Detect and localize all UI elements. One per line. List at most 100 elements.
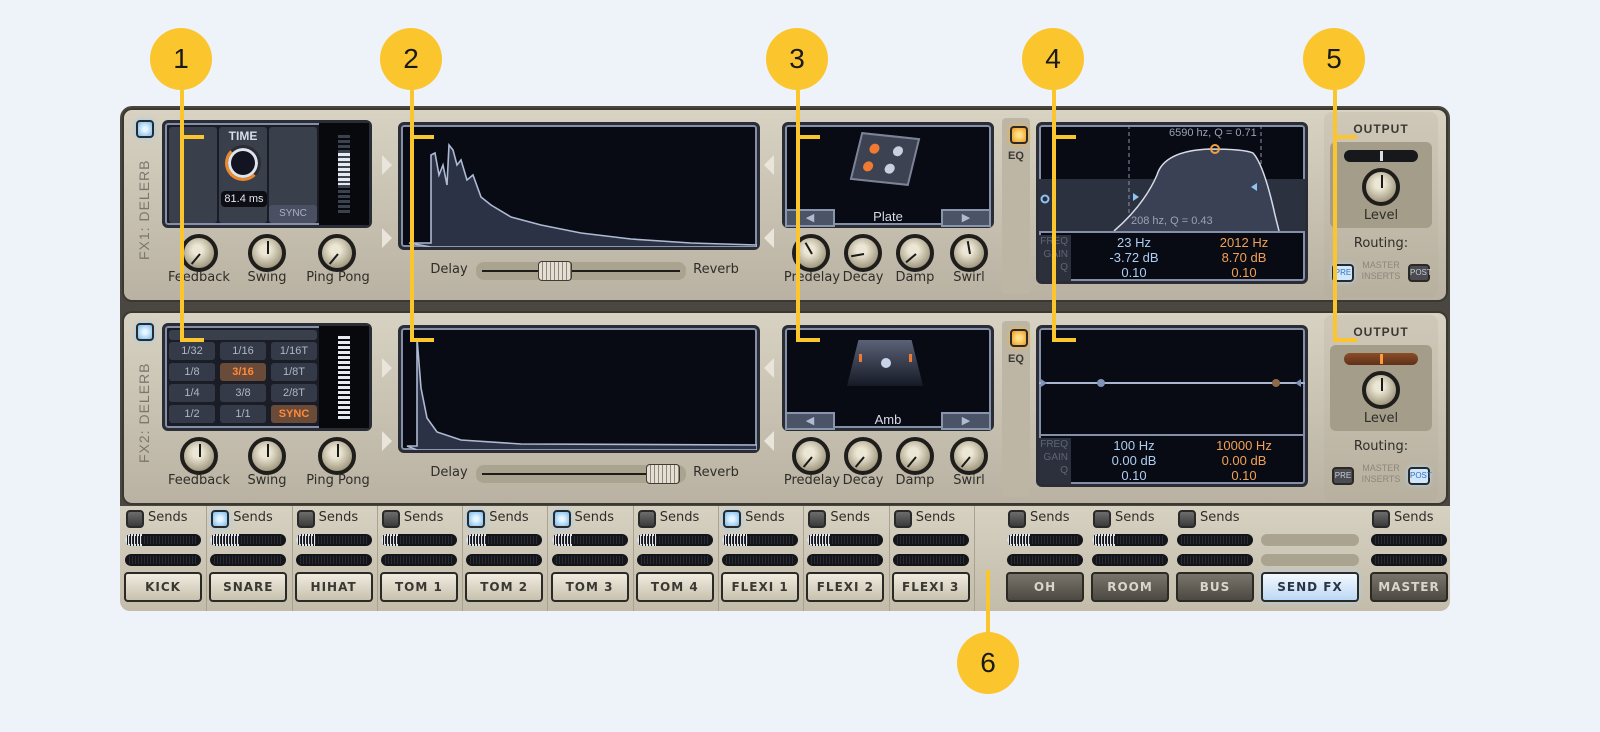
- send-meter-1[interactable]: [551, 534, 628, 546]
- bus-button[interactable]: ROOM: [1091, 572, 1169, 602]
- send-meter-2[interactable]: [722, 554, 799, 566]
- fx2-pingpong-knob[interactable]: [318, 437, 356, 475]
- channel-button[interactable]: TOM 3: [550, 572, 629, 602]
- send-meter-1[interactable]: [722, 534, 799, 546]
- send-meter-1[interactable]: [380, 534, 457, 546]
- fx2-reverb-next-button[interactable]: ▶: [941, 412, 991, 430]
- fx2-eq-band2[interactable]: 10000 Hz 0.00 dB 0.10: [1216, 438, 1272, 483]
- fx1-reverb-next-button[interactable]: ▶: [941, 209, 991, 227]
- send-meter-1[interactable]: [210, 534, 287, 546]
- fx1-swirl-knob[interactable]: [950, 234, 988, 272]
- fx1-pingpong-knob[interactable]: [318, 234, 356, 272]
- send-meter-1[interactable]: [125, 534, 201, 546]
- fx1-mix-slider-thumb[interactable]: [538, 261, 572, 281]
- send-meter-2[interactable]: [1177, 554, 1253, 566]
- channel-button[interactable]: FLEXI 1: [721, 572, 800, 602]
- channel-button[interactable]: TOM 2: [465, 572, 544, 602]
- channel-button[interactable]: TOM 4: [635, 572, 714, 602]
- sends-toggle[interactable]: [126, 510, 144, 528]
- fx2-decay-knob[interactable]: [844, 437, 882, 475]
- fx2-grid-1-4[interactable]: 1/4: [169, 384, 215, 402]
- fx2-grid-sync[interactable]: SYNC: [271, 405, 317, 423]
- fx2-grid-1-1[interactable]: 1/1: [220, 405, 266, 423]
- sends-toggle[interactable]: [637, 510, 656, 528]
- fx2-grid-2-8t[interactable]: 2/8T: [271, 384, 317, 402]
- fx1-feedback-meter[interactable]: [319, 123, 369, 225]
- sends-toggle[interactable]: [296, 510, 315, 528]
- send-meter-2[interactable]: [892, 554, 969, 566]
- fx1-feedback-knob[interactable]: [180, 234, 218, 272]
- fx2-mix-slider-track[interactable]: [476, 464, 686, 484]
- fx1-time-knob[interactable]: [225, 145, 261, 181]
- fx1-damp-knob[interactable]: [896, 234, 934, 272]
- fx1-reverb-prev-button[interactable]: ◀: [785, 209, 835, 227]
- send-fx-button[interactable]: SEND FX: [1261, 572, 1359, 602]
- fx2-arrow-left-top[interactable]: [764, 358, 774, 378]
- fx1-level-knob[interactable]: [1362, 168, 1400, 206]
- sends-toggle[interactable]: [552, 510, 571, 528]
- fx2-swing-knob[interactable]: [248, 437, 286, 475]
- channel-button[interactable]: HIHAT: [294, 572, 373, 602]
- send-meter-2[interactable]: [1007, 554, 1083, 566]
- send-meter-2[interactable]: [1371, 554, 1447, 566]
- send-meter-1[interactable]: [1092, 534, 1168, 546]
- send-meter-2[interactable]: [210, 554, 287, 566]
- send-meter-2[interactable]: [125, 554, 201, 566]
- fx1-arrow-right-bottom[interactable]: [382, 228, 392, 248]
- fx2-grid-1-32[interactable]: 1/32: [169, 342, 215, 360]
- sends-toggle[interactable]: [467, 510, 486, 528]
- channel-button[interactable]: FLEXI 3: [891, 572, 970, 602]
- sends-toggle[interactable]: [1093, 510, 1111, 528]
- fx2-damp-knob[interactable]: [896, 437, 934, 475]
- sends-toggle[interactable]: [1008, 510, 1026, 528]
- channel-button[interactable]: FLEXI 2: [806, 572, 885, 602]
- fx2-predelay-knob[interactable]: [792, 437, 830, 475]
- fx2-grid-3-8[interactable]: 3/8: [220, 384, 266, 402]
- fx2-swirl-knob[interactable]: [950, 437, 988, 475]
- send-meter-1[interactable]: [1177, 534, 1253, 546]
- fx2-power-led[interactable]: [136, 323, 154, 341]
- send-meter-2[interactable]: [295, 554, 372, 566]
- bus-button[interactable]: OH: [1006, 572, 1084, 602]
- fx1-arrow-left-bottom[interactable]: [764, 228, 774, 248]
- channel-button[interactable]: KICK: [124, 572, 202, 602]
- fx1-arrow-left-top[interactable]: [764, 155, 774, 175]
- send-meter-1[interactable]: [892, 534, 969, 546]
- bus-button[interactable]: BUS: [1176, 572, 1254, 602]
- sends-toggle[interactable]: [893, 510, 912, 528]
- send-meter-1[interactable]: [466, 534, 543, 546]
- sends-toggle[interactable]: [808, 510, 827, 528]
- fx1-decay-knob[interactable]: [844, 234, 882, 272]
- send-meter-2[interactable]: [551, 554, 628, 566]
- fx2-feedback-meter[interactable]: [319, 326, 369, 428]
- sends-toggle[interactable]: [211, 510, 230, 528]
- channel-button[interactable]: SNARE: [209, 572, 288, 602]
- send-meter-2[interactable]: [466, 554, 543, 566]
- fx2-grid-1-16t[interactable]: 1/16T: [271, 342, 317, 360]
- fx2-eq-toggle[interactable]: [1010, 329, 1028, 347]
- fx2-level-knob[interactable]: [1362, 371, 1400, 409]
- fx2-grid-1-8t[interactable]: 1/8T: [271, 363, 317, 381]
- fx1-eq-toggle[interactable]: [1010, 126, 1028, 144]
- fx1-swing-knob[interactable]: [248, 234, 286, 272]
- fx2-feedback-knob[interactable]: [180, 437, 218, 475]
- fx1-power-led[interactable]: [136, 120, 154, 138]
- send-meter-2[interactable]: [636, 554, 713, 566]
- fx2-post-button[interactable]: POST: [1408, 467, 1432, 485]
- fx2-grid-1-16[interactable]: 1/16: [220, 342, 266, 360]
- fx1-sync-button[interactable]: SYNC: [269, 205, 317, 223]
- fx1-arrow-right-top[interactable]: [382, 155, 392, 175]
- send-meter-1[interactable]: [636, 534, 713, 546]
- fx1-time-value[interactable]: 81.4 ms: [221, 191, 267, 207]
- fx2-grid-3-16[interactable]: 3/16: [220, 363, 266, 381]
- send-meter-2[interactable]: [380, 554, 457, 566]
- fx1-eq-band1[interactable]: 23 Hz -3.72 dB 0.10: [1109, 235, 1159, 280]
- fx2-arrow-left-bottom[interactable]: [764, 431, 774, 451]
- fx2-mix-slider-thumb[interactable]: [646, 464, 680, 484]
- send-meter-1[interactable]: [1371, 534, 1447, 546]
- fx2-grid-1-8[interactable]: 1/8: [169, 363, 215, 381]
- fx2-grid-1-2[interactable]: 1/2: [169, 405, 215, 423]
- sends-toggle[interactable]: [1178, 510, 1196, 528]
- channel-button[interactable]: TOM 1: [379, 572, 458, 602]
- fx2-reverb-prev-button[interactable]: ◀: [785, 412, 835, 430]
